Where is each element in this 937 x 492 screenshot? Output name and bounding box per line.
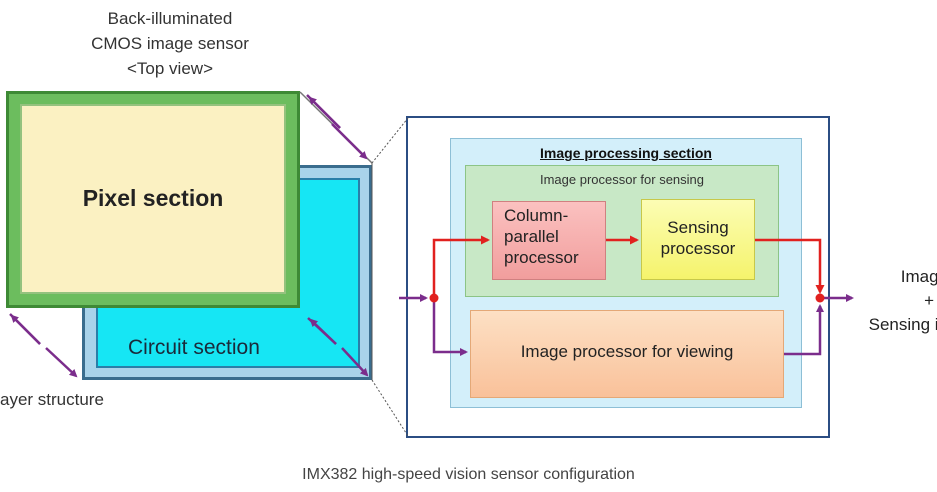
output-junction-dot: [815, 293, 825, 303]
title-line-1: Back-illuminated: [107, 9, 233, 28]
sensing-group-title: Image processor for sensing: [539, 172, 705, 187]
output-line-3: Sensing in: [868, 315, 937, 334]
sensing-label-line-1: Sensing: [667, 218, 729, 237]
output-line-1: Image: [900, 267, 937, 286]
sensor-title: Back-illuminated CMOS image sensor <Top …: [20, 6, 320, 81]
layer-structure-label: ayer structure: [0, 390, 104, 409]
purple-arrow-left-a-head: [10, 314, 41, 345]
column-label-line-1: Column-: [504, 206, 569, 225]
viewing-input-arrow: [432, 298, 468, 356]
viewing-processor-label: Image processor for viewing: [520, 342, 734, 361]
column-parallel-processor-label: Column- parallel processor: [504, 205, 579, 268]
viewing-processor-box: [470, 310, 784, 398]
pixel-section-label: Pixel section: [82, 185, 224, 211]
sensing-processor-label: Sensing processor: [641, 217, 755, 259]
circuit-section-label: Circuit section: [128, 336, 260, 359]
title-line-2: CMOS image sensor: [91, 34, 249, 53]
output-line-2: +: [924, 291, 934, 310]
sensing-label-line-2: processor: [660, 239, 736, 258]
purple-arrow-top-b: [331, 123, 368, 160]
output-label: Image + Sensing in: [838, 265, 937, 337]
purple-arrow-mid-b: [341, 347, 369, 377]
column-label-line-2: parallel: [504, 227, 559, 246]
purple-arrow-left-b: [45, 347, 78, 378]
column-input-arrow: [432, 235, 490, 298]
sensing-processor-box: [641, 199, 755, 280]
sensing-output-arrow: [755, 238, 825, 294]
pixel-layer-inner: [20, 104, 286, 294]
input-junction-dot: [429, 293, 439, 303]
purple-arrow-mid-a-head: [309, 318, 337, 345]
purple-arrow-top-a-head: [308, 96, 341, 129]
zoom-line-top: [371, 117, 409, 164]
column-parallel-processor-box: [492, 201, 606, 280]
column-label-line-3: processor: [504, 248, 579, 267]
figure-caption: IMX382 high-speed vision sensor configur…: [302, 466, 635, 483]
title-line-3: <Top view>: [127, 59, 213, 78]
image-processing-title: Image processing section: [540, 145, 712, 161]
viewing-output-arrow: [784, 304, 824, 356]
zoom-line-bottom: [371, 379, 409, 437]
